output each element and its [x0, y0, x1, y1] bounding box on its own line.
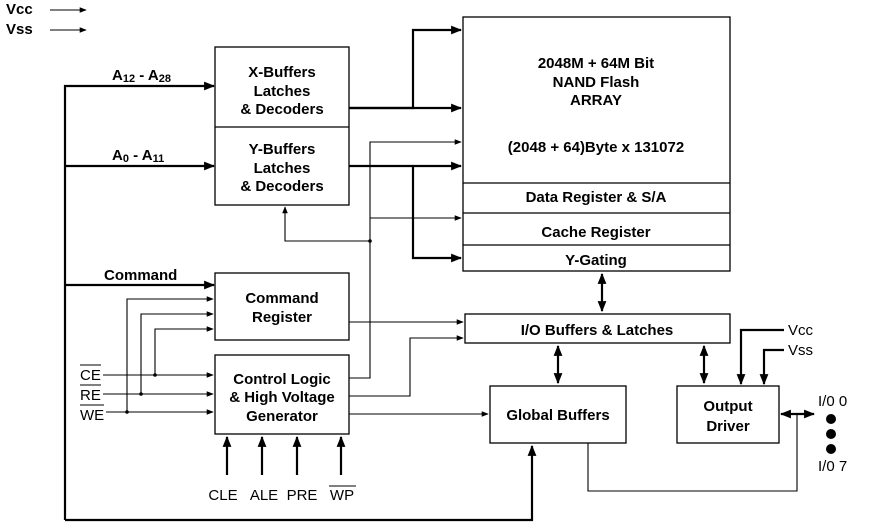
bus-to-global-buffers — [65, 444, 537, 522]
cache-register-label: Cache Register — [541, 224, 650, 241]
io-pin-first: I/0 0 — [818, 393, 847, 410]
vcc-label: Vcc — [6, 1, 33, 18]
output-vss-line — [759, 348, 784, 386]
feedback-to-y-buffers — [282, 206, 370, 242]
io-dot-2 — [826, 429, 836, 439]
ce-label: CE — [80, 367, 101, 384]
we-to-command — [126, 296, 214, 412]
array-organization: (2048 + 64)Byte x 131072 — [508, 139, 684, 156]
y-to-ygating — [349, 164, 463, 263]
flash-array-block — [462, 16, 731, 272]
y-gating-label: Y-Gating — [565, 252, 627, 269]
y-buffers-line3: & Decoders — [240, 178, 323, 195]
data-register-label: Data Register & S/A — [526, 189, 667, 206]
array-line1: 2048M + 64M Bit — [538, 55, 654, 72]
address-bus-high — [63, 81, 216, 520]
command-register-block — [214, 272, 350, 341]
x-buffers-line3: & Decoders — [240, 101, 323, 118]
re-junction — [139, 392, 143, 396]
array-line2: NAND Flash — [553, 74, 640, 91]
we-junction — [125, 410, 129, 414]
we-label: WE — [80, 407, 104, 424]
re-to-command — [140, 311, 214, 394]
output-driver-line1: Output — [703, 398, 752, 415]
output-driver-line2: Driver — [706, 418, 750, 435]
y-buffers-line2: Latches — [254, 160, 311, 177]
junction-dot — [368, 239, 372, 243]
io-buffers-block — [464, 313, 731, 344]
y-buffers-line1: Y-Buffers — [249, 141, 316, 158]
ale-label: ALE — [250, 487, 278, 504]
io-buffers-label: I/O Buffers & Latches — [521, 322, 674, 339]
xy-buffers-block — [214, 46, 350, 206]
control-logic-block — [214, 354, 350, 435]
address-low-label: A0 - A11 — [112, 147, 164, 165]
ce-junction — [153, 373, 157, 377]
global-to-output — [587, 414, 798, 492]
cle-label: CLE — [208, 487, 237, 504]
global-buffers-block — [489, 385, 627, 444]
array-line3: ARRAY — [570, 92, 622, 109]
x-buffers-line2: Latches — [254, 83, 311, 100]
output-vss-label: Vss — [788, 342, 813, 359]
output-vcc-label: Vcc — [788, 322, 814, 339]
pre-label: PRE — [287, 487, 318, 504]
io-dot-1 — [826, 414, 836, 424]
address-high-label: A12 - A28 — [112, 67, 171, 85]
x-to-array-top — [349, 25, 463, 110]
control-logic-line2: & High Voltage — [229, 389, 335, 406]
wp-label: WP — [330, 487, 354, 504]
control-to-array — [349, 139, 462, 379]
command-label: Command — [104, 267, 177, 284]
control-to-io — [349, 335, 464, 397]
io-pin-last: I/0 7 — [818, 458, 847, 475]
global-buffers-label: Global Buffers — [506, 407, 609, 424]
command-register-line2: Register — [252, 309, 312, 326]
x-buffers-line1: X-Buffers — [248, 64, 316, 81]
control-logic-line3: Generator — [246, 408, 318, 425]
ce-to-command — [154, 326, 214, 375]
vss-label: Vss — [6, 21, 33, 38]
re-label: RE — [80, 387, 101, 404]
io-dot-3 — [826, 444, 836, 454]
control-logic-line1: Control Logic — [233, 371, 331, 388]
command-register-line1: Command — [245, 290, 318, 307]
output-driver-block — [676, 385, 780, 444]
output-vcc-line — [736, 328, 784, 386]
